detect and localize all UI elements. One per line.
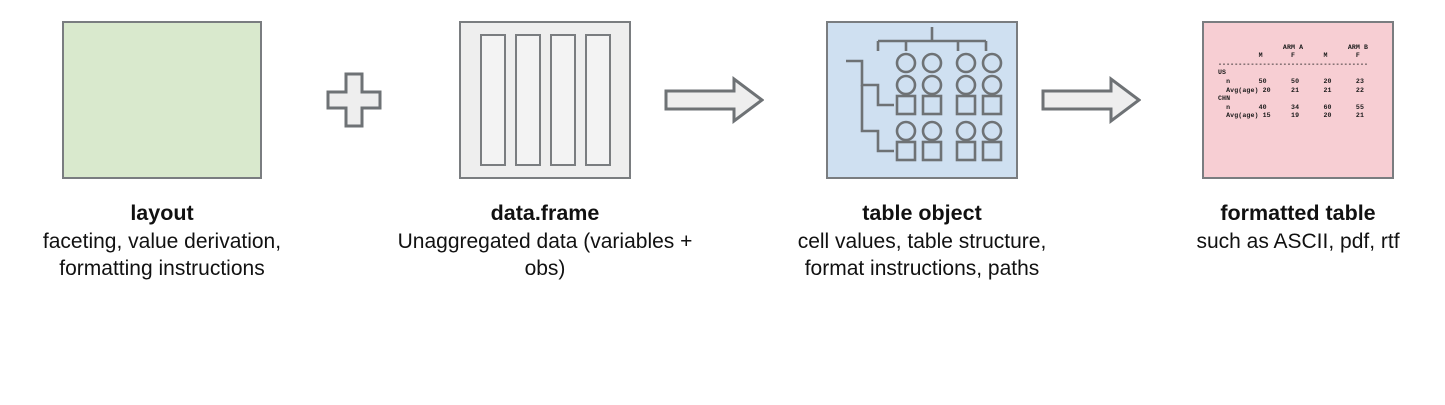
stage-subtitle-layout: faceting, value derivation, formatting i… — [42, 230, 282, 280]
table-object-tree-grid-icon — [846, 27, 1003, 162]
caption-data-frame: data.frame Unaggregated data (variables … — [395, 200, 695, 282]
stage-title-data-frame: data.frame — [490, 201, 600, 225]
stage-formatted-table: ARM A ARM B M F M F --------------------… — [1148, 0, 1445, 255]
formatted-table-panel-graphic: ARM A ARM B M F M F --------------------… — [1202, 21, 1394, 179]
caption-layout: layout faceting, value derivation, forma… — [12, 200, 312, 282]
table-object-panel-graphic — [826, 21, 1018, 179]
stage-subtitle-formatted-table: such as ASCII, pdf, rtf — [1196, 230, 1400, 253]
data-frame-panel-graphic — [459, 21, 631, 179]
arrow-right-icon — [1041, 76, 1141, 124]
connector-arrow-1 — [655, 0, 773, 200]
panel-slot-table-object — [772, 0, 1072, 200]
stage-title-formatted-table: formatted table — [1220, 201, 1376, 225]
caption-table-object: table object cell values, table structur… — [772, 200, 1072, 282]
stage-data-frame: data.frame Unaggregated data (variables … — [395, 0, 695, 282]
panel-slot-formatted-table: ARM A ARM B M F M F --------------------… — [1148, 0, 1445, 200]
panel-slot-data-frame — [395, 0, 695, 200]
stage-layout: layout faceting, value derivation, forma… — [12, 0, 312, 282]
caption-formatted-table: formatted table such as ASCII, pdf, rtf — [1148, 200, 1445, 255]
stage-table-object: table object cell values, table structur… — [772, 0, 1072, 282]
connector-arrow-2 — [1032, 0, 1150, 200]
data-frame-column — [549, 34, 576, 166]
stage-title-layout: layout — [130, 201, 194, 225]
data-frame-column — [514, 34, 541, 166]
plus-icon — [326, 72, 382, 128]
stage-subtitle-data-frame: Unaggregated data (variables + obs) — [397, 230, 693, 280]
stage-title-table-object: table object — [862, 201, 982, 225]
stage-subtitle-table-object: cell values, table structure, format ins… — [797, 230, 1047, 280]
arrow-right-icon — [664, 76, 764, 124]
connector-plus — [312, 0, 396, 200]
layout-panel-graphic — [62, 21, 262, 179]
data-frame-column — [584, 34, 611, 166]
ascii-table-text: ARM A ARM B M F M F --------------------… — [1218, 43, 1369, 120]
panel-slot-layout — [12, 0, 312, 200]
data-frame-column — [479, 34, 506, 166]
